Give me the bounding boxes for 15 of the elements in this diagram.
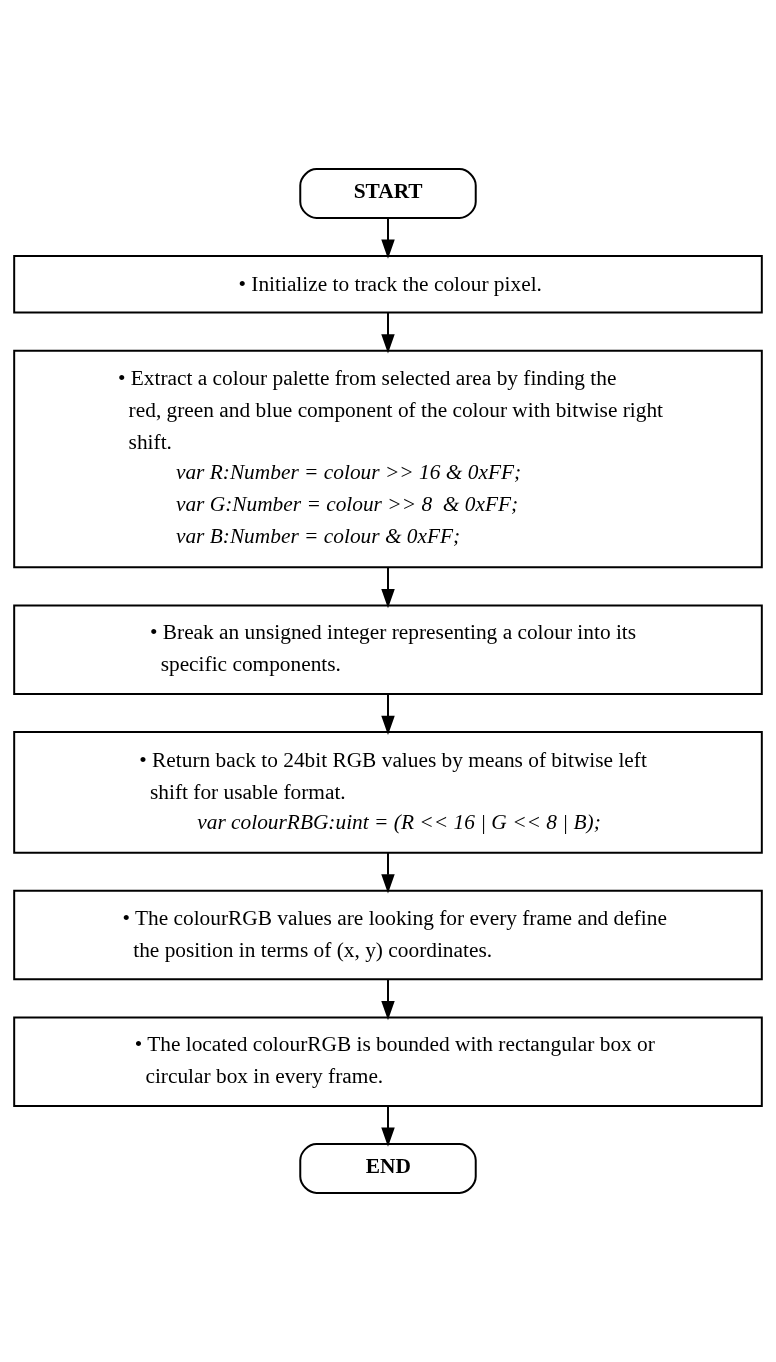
arrow [381, 217, 395, 259]
node-box: • The colourRGB values are looking for every frame and define the position in terms of (x, y) coordinates. [13, 889, 763, 981]
node-box: • Initialize to track the colour pixel. [13, 255, 763, 314]
node-box: • Return back to 24bit RGB values by means of bitwise left shift for usable format. var colourRBG:uint = (R << 16 | G << 8 | B); [13, 731, 763, 854]
arrow [381, 311, 395, 354]
node-box: START [299, 168, 477, 219]
arrow [381, 851, 395, 894]
node-box: • Break an unsigned integer representing a colour into its specific components. [13, 604, 763, 695]
arrow [381, 978, 395, 1021]
node-box: END [299, 1143, 477, 1194]
arrow [381, 693, 395, 736]
node-box: • Extract a colour palette from selected area by finding the red, green and blue component of the colour with bitwise right shift. var R:Number = colour >> 16 & 0xFF; var G:Number = colour >> 8 & 0xFF; var B:Number = colour & 0xFF; [13, 349, 763, 569]
node-box: • The located colourRGB is bounded with rectangular box or circular box in every frame. [13, 1016, 763, 1107]
arrow [381, 1105, 395, 1147]
arrow [381, 566, 395, 609]
